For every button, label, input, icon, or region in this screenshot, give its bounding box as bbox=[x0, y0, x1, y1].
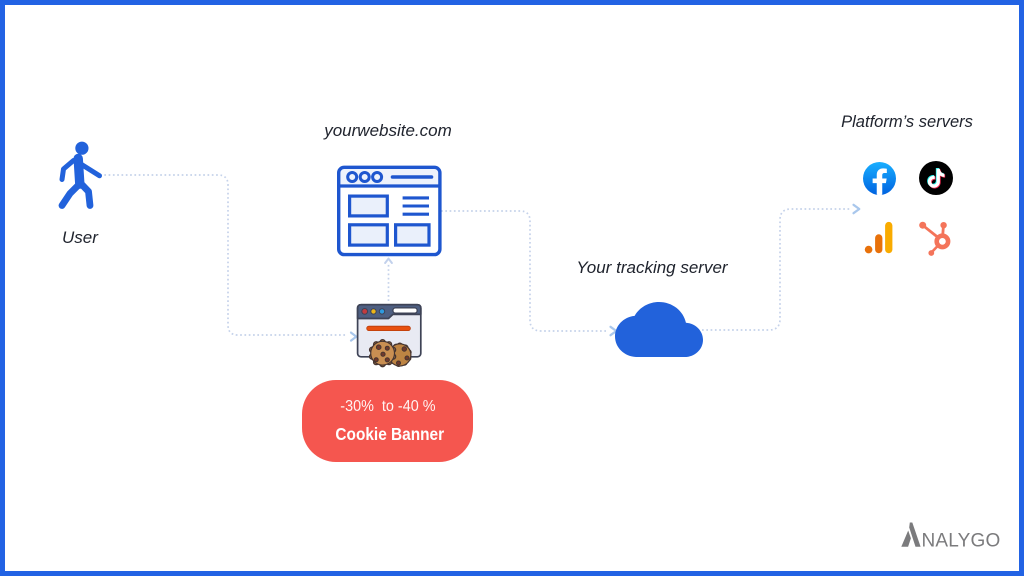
svg-text:NALYGO: NALYGO bbox=[922, 531, 1001, 550]
